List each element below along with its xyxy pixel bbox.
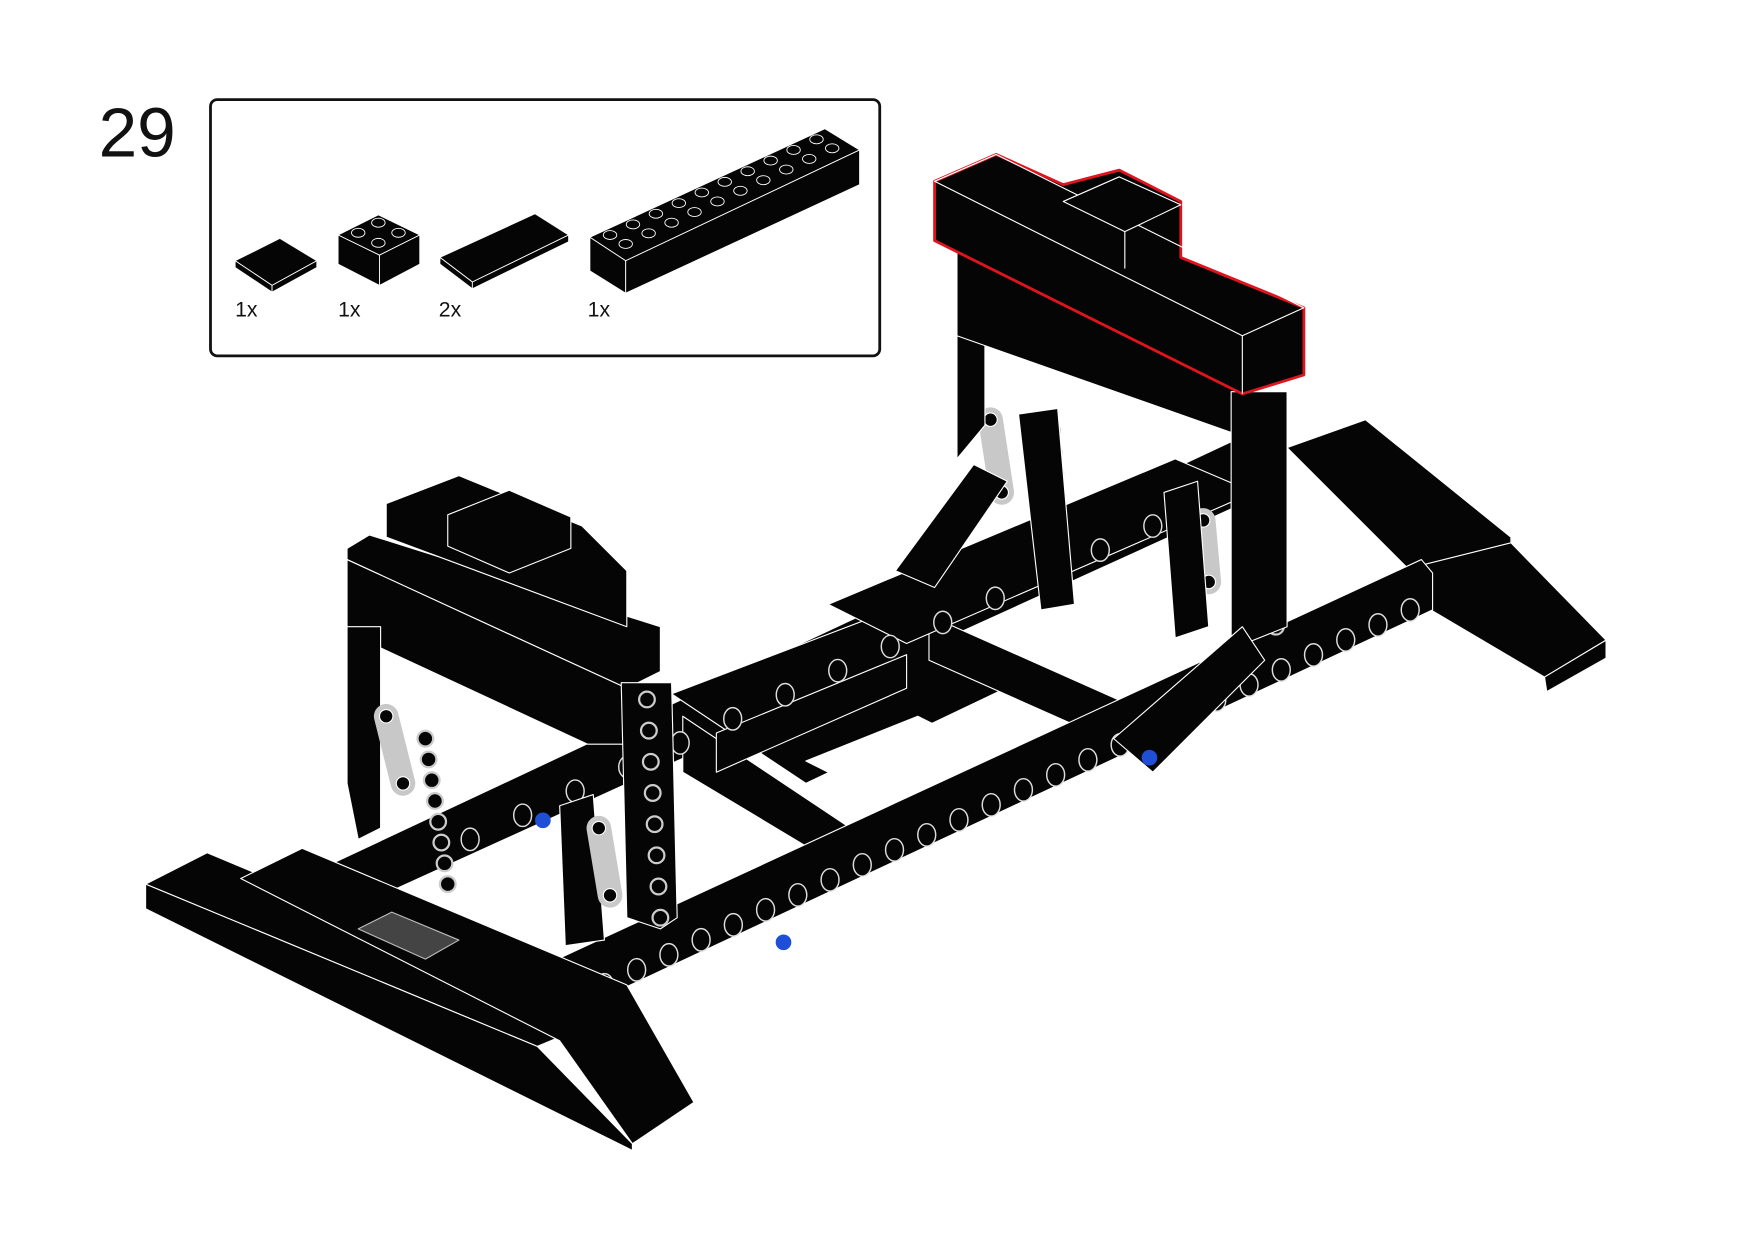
beam-hole: [1045, 762, 1066, 787]
beam-hole: [917, 822, 937, 847]
beam-hole: [723, 912, 744, 937]
technic-link: [586, 815, 623, 908]
beam-hole: [1303, 642, 1324, 667]
beam-hole: [884, 837, 905, 862]
stud: [802, 153, 817, 164]
beam-hole: [949, 807, 969, 832]
beam-hole: [1271, 657, 1291, 682]
pin-hole: [591, 820, 607, 836]
part-quantity: 1x: [588, 298, 611, 322]
stud: [763, 155, 778, 166]
liftarm-hole: [429, 812, 448, 831]
blue-pins: [535, 749, 1158, 951]
liftarm-hole: [426, 792, 444, 810]
stud: [618, 239, 633, 249]
stud: [664, 217, 679, 228]
liftarm-hole: [645, 815, 664, 834]
stud: [625, 219, 641, 230]
part-brick-2x2: [337, 214, 421, 287]
beam-hole: [1143, 514, 1163, 538]
stud: [786, 145, 801, 155]
liftarm-hole: [641, 752, 660, 771]
pin-hole: [602, 888, 618, 903]
stud: [733, 185, 748, 196]
beam-hole: [933, 610, 953, 635]
beam-hole: [755, 897, 776, 922]
liftarm-hole: [422, 771, 441, 790]
stud: [602, 230, 618, 240]
beam-hole: [828, 658, 848, 683]
beam-hole: [775, 682, 795, 707]
part-quantity: 1x: [338, 298, 361, 322]
stud: [710, 196, 725, 207]
beam-hole: [1090, 538, 1110, 563]
technic-link: [373, 703, 416, 796]
stud: [694, 187, 709, 198]
model-assembly: [145, 153, 1607, 1152]
liftarm-hole: [647, 846, 666, 865]
liftarm-hole: [438, 875, 457, 894]
beam-hole: [1078, 747, 1098, 772]
beam-hole: [788, 882, 808, 907]
left-tower: [346, 475, 678, 947]
part-tile-2x2: [234, 237, 318, 293]
beam-hole: [626, 957, 647, 982]
beam-hole: [880, 634, 900, 659]
left-foot: [145, 847, 695, 1152]
stud: [717, 176, 732, 187]
part-quantity: 1x: [235, 298, 258, 322]
beam-hole: [820, 867, 840, 892]
right-foot: [1286, 419, 1607, 693]
beam-hole: [691, 927, 711, 952]
beam-hole: [670, 731, 690, 755]
parts-callout: 1x 1x 2x 1x: [209, 98, 882, 358]
stud: [648, 208, 664, 219]
liftarm-hole: [651, 908, 670, 927]
liftarm-hole: [416, 729, 435, 748]
stud: [779, 164, 794, 175]
pin-hole: [395, 776, 411, 791]
liftarm-hole: [435, 854, 454, 873]
liftarm-hole: [639, 721, 658, 740]
beam-hole: [1368, 613, 1388, 637]
beam-hole: [460, 827, 480, 852]
liftarm-hole: [649, 877, 668, 896]
beam-hole: [985, 586, 1005, 611]
liftarm-hole: [432, 833, 451, 852]
technic-link: [1190, 508, 1222, 595]
stud: [641, 228, 656, 239]
new-parts-highlight: [933, 153, 1306, 396]
beam-hole: [852, 852, 872, 877]
liftarm-hole: [643, 784, 662, 802]
pin-hole: [983, 412, 998, 427]
stud: [671, 198, 687, 209]
beam-hole: [1400, 598, 1420, 622]
stud: [740, 166, 755, 177]
pin-hole: [378, 708, 394, 724]
stud: [687, 207, 702, 217]
stud: [825, 143, 840, 154]
beam-hole: [1336, 628, 1356, 652]
step-number: 29: [99, 94, 176, 172]
beam-hole: [981, 792, 1001, 817]
part-tile-2x4: [439, 213, 570, 290]
beam-hole: [512, 803, 533, 828]
beam-hole: [1013, 777, 1034, 802]
part-quantity: 2x: [439, 298, 462, 322]
liftarm-hole: [638, 690, 656, 709]
part-brick-2x10: [588, 128, 861, 295]
beam-hole: [723, 706, 743, 731]
beam-hole: [659, 942, 679, 967]
liftarm-hole: [419, 750, 438, 769]
right-tower: [894, 251, 1288, 773]
stud: [756, 175, 771, 186]
stud: [809, 134, 824, 145]
